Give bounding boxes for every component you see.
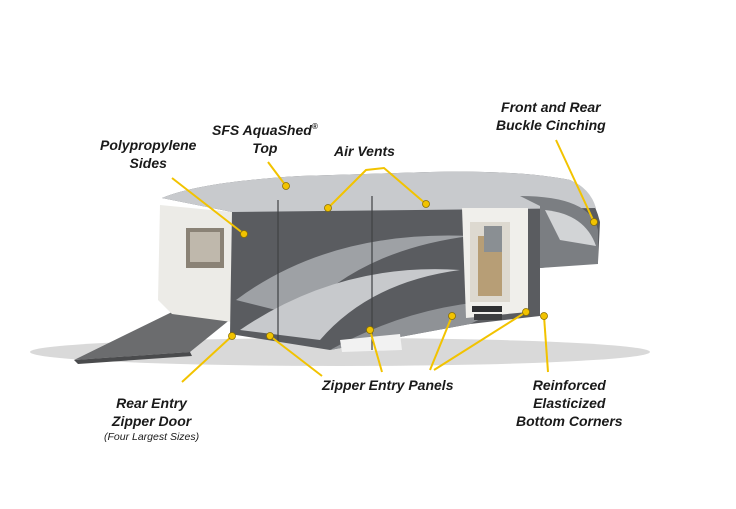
cover-roof xyxy=(162,171,596,212)
label-rear-entry-line2: Zipper Door xyxy=(111,413,192,429)
entry-step-2 xyxy=(474,314,502,320)
label-air-vents: Air Vents xyxy=(334,142,395,160)
entry-door-window xyxy=(484,226,502,252)
callout-dots xyxy=(228,182,598,340)
label-air-vents-text: Air Vents xyxy=(334,143,395,159)
label-reinforced-line3: Bottom Corners xyxy=(516,413,623,429)
label-rear-entry-door: Rear Entry Zipper Door (Four Largest Siz… xyxy=(104,394,199,445)
label-zipper-entry-panels: Zipper Entry Panels xyxy=(322,376,453,394)
label-aquashed-top: SFS AquaShed® Top xyxy=(212,118,318,157)
label-reinforced-corners: Reinforced Elasticized Bottom Corners xyxy=(516,376,623,430)
callout-lines xyxy=(171,139,595,383)
rear-window xyxy=(190,232,220,262)
label-polypropylene-line2: Sides xyxy=(129,155,167,171)
label-rear-entry-line1: Rear Entry xyxy=(116,395,187,411)
front-cap-swoosh xyxy=(545,210,596,246)
label-buckle-line1: Front and Rear xyxy=(501,99,601,115)
label-reinforced-line2: Elasticized xyxy=(533,395,606,411)
label-buckle-cinching: Front and Rear Buckle Cinching xyxy=(496,98,606,134)
label-reinforced-line1: Reinforced xyxy=(532,377,606,393)
label-aquashed-line2: Top xyxy=(252,140,278,156)
side-swoosh-1 xyxy=(236,235,470,316)
label-aquashed-line1: SFS AquaShed® xyxy=(212,118,318,139)
entry-step-1 xyxy=(472,306,502,312)
label-zipper-entry-text: Zipper Entry Panels xyxy=(322,377,454,393)
label-rear-entry-note: (Four Largest Sizes) xyxy=(104,431,200,443)
bottom-skirt xyxy=(340,334,402,352)
label-polypropylene-sides: Polypropylene Sides xyxy=(100,136,196,172)
label-aquashed-text: SFS AquaShed xyxy=(212,122,312,138)
rear-ramp xyxy=(74,312,232,360)
rear-ramp-edge xyxy=(74,352,192,364)
side-swoosh-2 xyxy=(240,269,460,340)
label-polypropylene-line1: Polypropylene xyxy=(100,137,197,153)
registered-mark: ® xyxy=(311,122,318,131)
label-buckle-line2: Buckle Cinching xyxy=(496,117,606,133)
